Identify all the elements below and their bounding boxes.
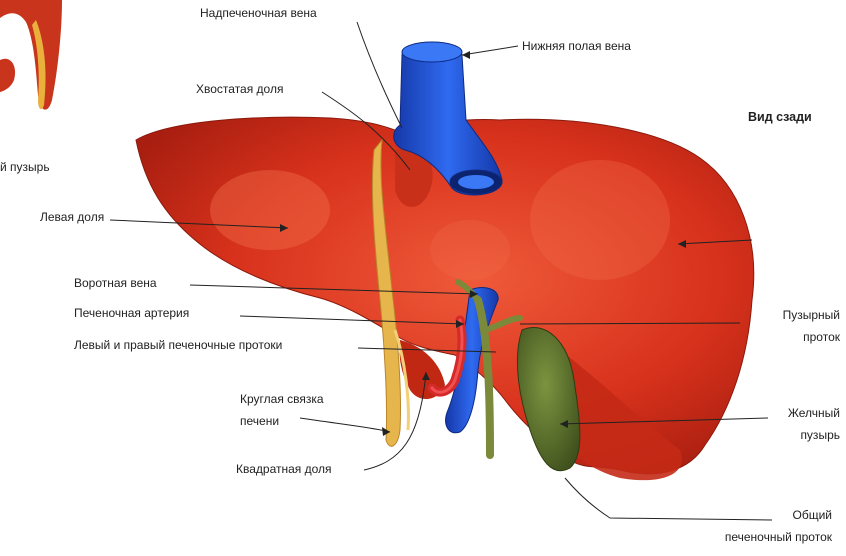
leader-hepatic-vein	[357, 22, 402, 128]
label-hepatic-ducts: Левый и правый печеночные протоки	[74, 338, 282, 353]
label-gallbladder-partial: й пузырь	[0, 160, 50, 175]
leader-common	[565, 478, 772, 520]
label-gallbladder-1: Желчный	[788, 406, 840, 421]
arrow-ivc	[462, 51, 470, 59]
label-hepatic-vein: Надпеченочная вена	[200, 6, 317, 21]
label-round-ligament-1: Круглая связка	[240, 392, 324, 407]
label-hepatic-artery: Печеночная артерия	[74, 306, 189, 321]
label-gallbladder-2: пузырь	[800, 428, 840, 443]
label-cystic-duct-2: проток	[803, 330, 840, 345]
label-common-duct-2: печеночный проток	[725, 530, 832, 545]
label-round-ligament-2: печени	[240, 414, 279, 429]
leader-ivc	[462, 46, 518, 55]
label-portal-vein: Воротная вена	[74, 276, 157, 291]
label-left-lobe: Левая доля	[40, 210, 104, 225]
label-common-duct-1: Общий	[793, 508, 833, 523]
label-quadrate-lobe: Квадратная доля	[236, 462, 332, 477]
label-caudate-lobe: Хвостатая доля	[196, 82, 283, 97]
leader-round	[300, 418, 390, 432]
label-cystic-duct-1: Пузырный	[783, 308, 840, 323]
label-view: Вид сзади	[748, 110, 812, 125]
partial-organ-topleft	[0, 0, 62, 110]
label-ivc: Нижняя полая вена	[522, 39, 631, 54]
